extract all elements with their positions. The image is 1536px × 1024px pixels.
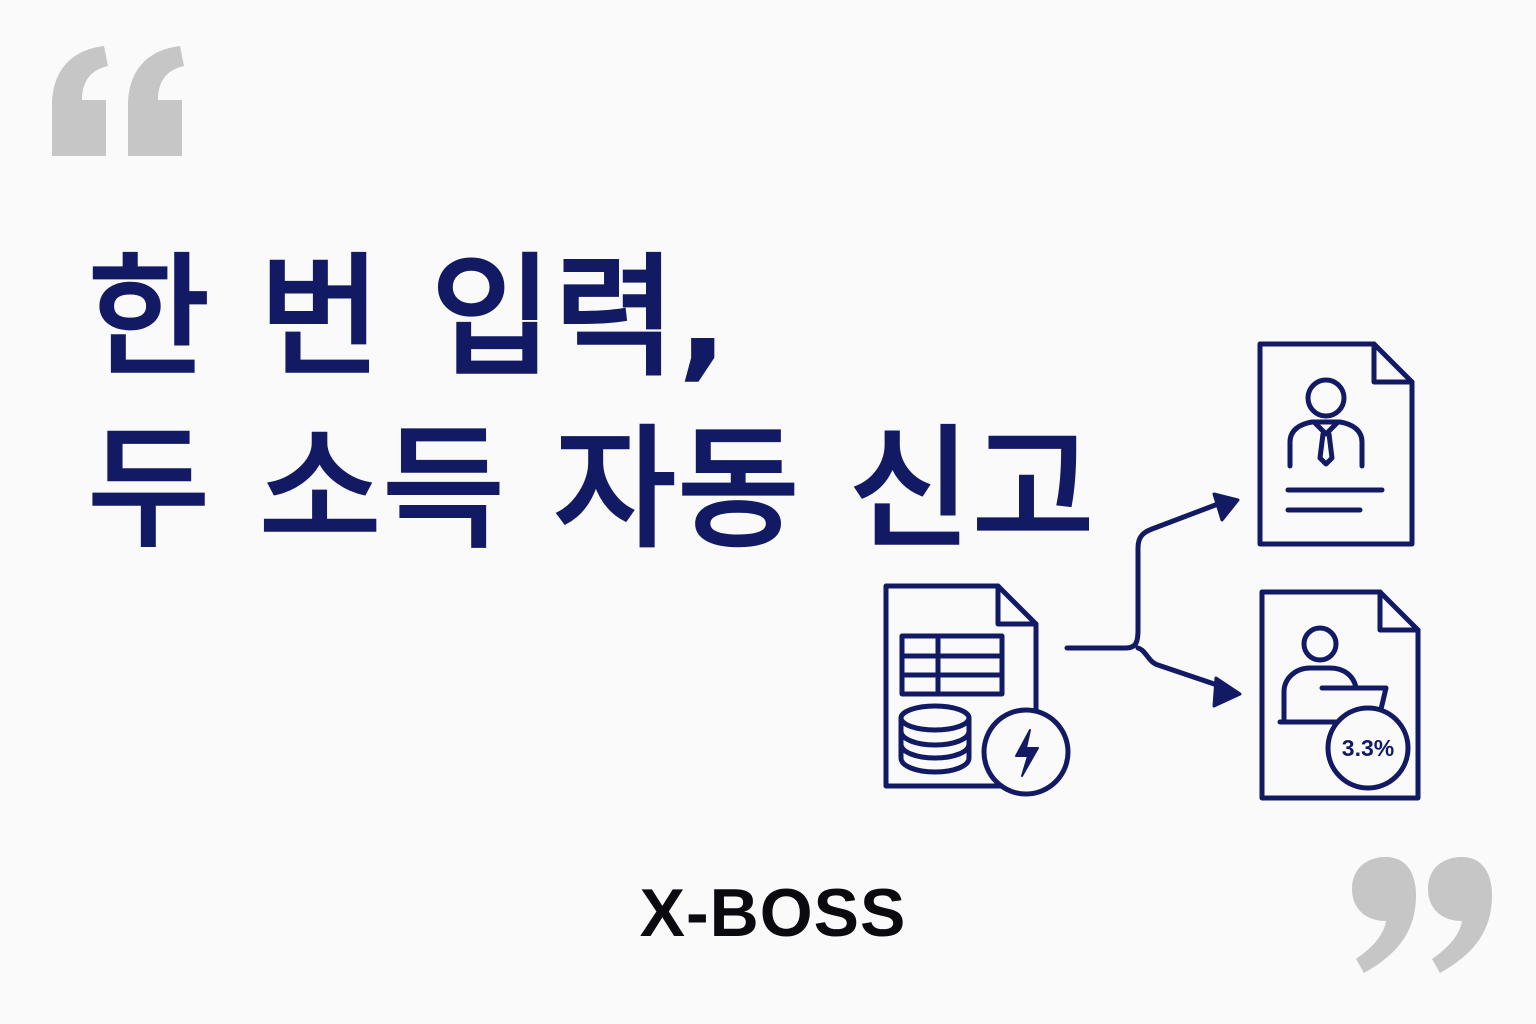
headline: 한 번 입력, 두 소득 자동 신고 [88,232,1096,576]
employee-document-icon [1257,341,1415,547]
lightning-badge-icon [981,707,1071,797]
withholding-rate-badge: 3.3% [1325,705,1411,791]
withholding-rate-label: 3.3% [1342,735,1394,761]
source-document-icon [883,583,1039,789]
close-quote-mark-icon [1352,857,1492,973]
brand-logo-text: X-BOSS [639,875,907,951]
open-quote-mark-icon [52,46,184,156]
headline-line-1: 한 번 입력, [88,241,730,395]
auto-filing-diagram: 3.3% [883,341,1421,801]
branch-arrows [1064,492,1242,708]
headline-line-2: 두 소득 자동 신고 [88,413,1096,567]
